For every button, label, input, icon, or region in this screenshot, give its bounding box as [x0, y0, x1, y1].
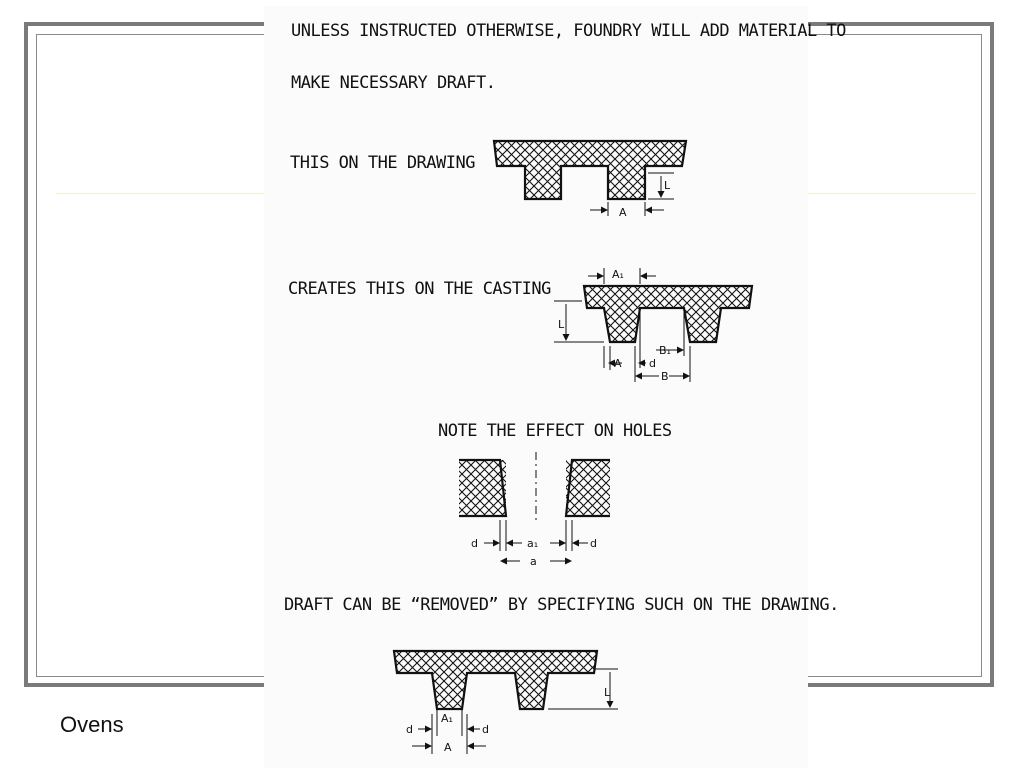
fig4-label-A: A	[444, 741, 452, 754]
fig3-label-a1: a₁	[527, 537, 538, 550]
scanned-page: L A A₁ L A d B₁ B	[264, 6, 846, 768]
figure-draft-removed	[392, 649, 618, 754]
fig2-label-d: d	[649, 357, 656, 370]
label-effect-on-holes: NOTE THE EFFECT ON HOLES	[438, 421, 672, 441]
fig1-label-L: L	[664, 179, 671, 192]
fig4-label-d-right: d	[482, 723, 489, 736]
title-rule-left	[56, 193, 264, 194]
fig3-label-a: a	[530, 555, 537, 568]
fig3-label-d-right: d	[590, 537, 597, 550]
fig2-label-A: A	[614, 357, 622, 370]
title-rule-right	[808, 193, 976, 194]
fig4-label-L: L	[604, 686, 611, 699]
fig1-label-A: A	[619, 206, 627, 219]
text-line-1: UNLESS INSTRUCTED OTHERWISE, FOUNDRY WIL…	[291, 21, 846, 41]
fig4-label-d-left: d	[406, 723, 413, 736]
label-creates-on-casting: CREATES THIS ON THE CASTING	[288, 279, 551, 299]
fig4-label-A1: A₁	[441, 712, 453, 725]
fig2-label-L: L	[558, 318, 565, 331]
slide-footer: Ovens	[60, 712, 124, 737]
figure-holes	[459, 452, 610, 565]
figure-casting	[554, 268, 754, 382]
label-this-on-drawing: THIS ON THE DRAWING	[290, 153, 475, 173]
fig2-label-A1: A₁	[612, 268, 624, 281]
fig2-label-B: B	[661, 370, 669, 383]
fig3-label-d-left: d	[471, 537, 478, 550]
text-line-2: MAKE NECESSARY DRAFT.	[291, 73, 496, 93]
label-draft-removed: DRAFT CAN BE “REMOVED” BY SPECIFYING SUC…	[284, 595, 839, 615]
figure-drawing	[492, 139, 688, 216]
fig2-label-B1: B₁	[659, 344, 671, 357]
technical-drawings: L A A₁ L A d B₁ B	[392, 139, 754, 754]
